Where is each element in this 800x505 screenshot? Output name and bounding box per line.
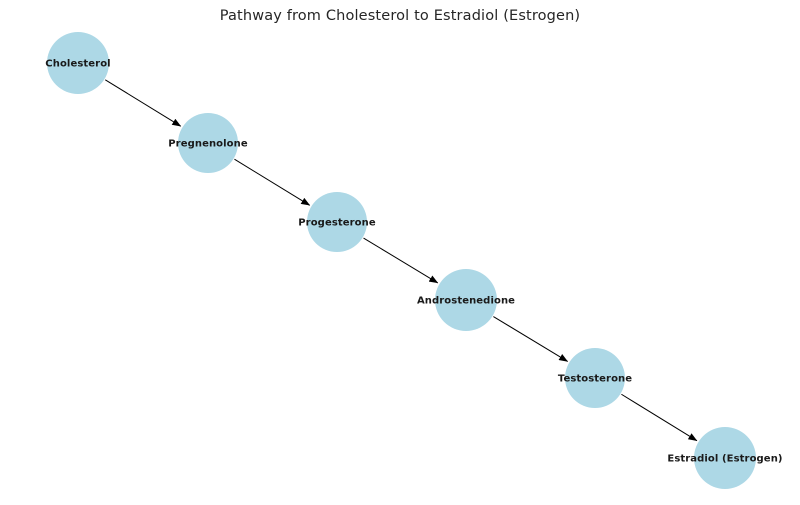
graph-node-estradiol[interactable] — [694, 427, 756, 489]
graph-node-androstenedione[interactable] — [435, 269, 497, 331]
graph-node-pregnenolone[interactable] — [178, 113, 238, 173]
graph-edge — [363, 237, 439, 284]
graph-edge — [621, 393, 698, 442]
graph-edge — [493, 316, 569, 362]
edges-layer — [104, 79, 698, 442]
graph-node-cholesterol[interactable] — [47, 32, 109, 94]
page-title: Pathway from Cholesterol to Estradiol (E… — [219, 8, 581, 24]
nodes-layer — [47, 32, 756, 489]
graph-node-testosterone[interactable] — [565, 348, 625, 408]
graph-edge — [104, 79, 182, 127]
graph-edge — [234, 158, 311, 206]
graph-node-progesterone[interactable] — [307, 192, 367, 252]
